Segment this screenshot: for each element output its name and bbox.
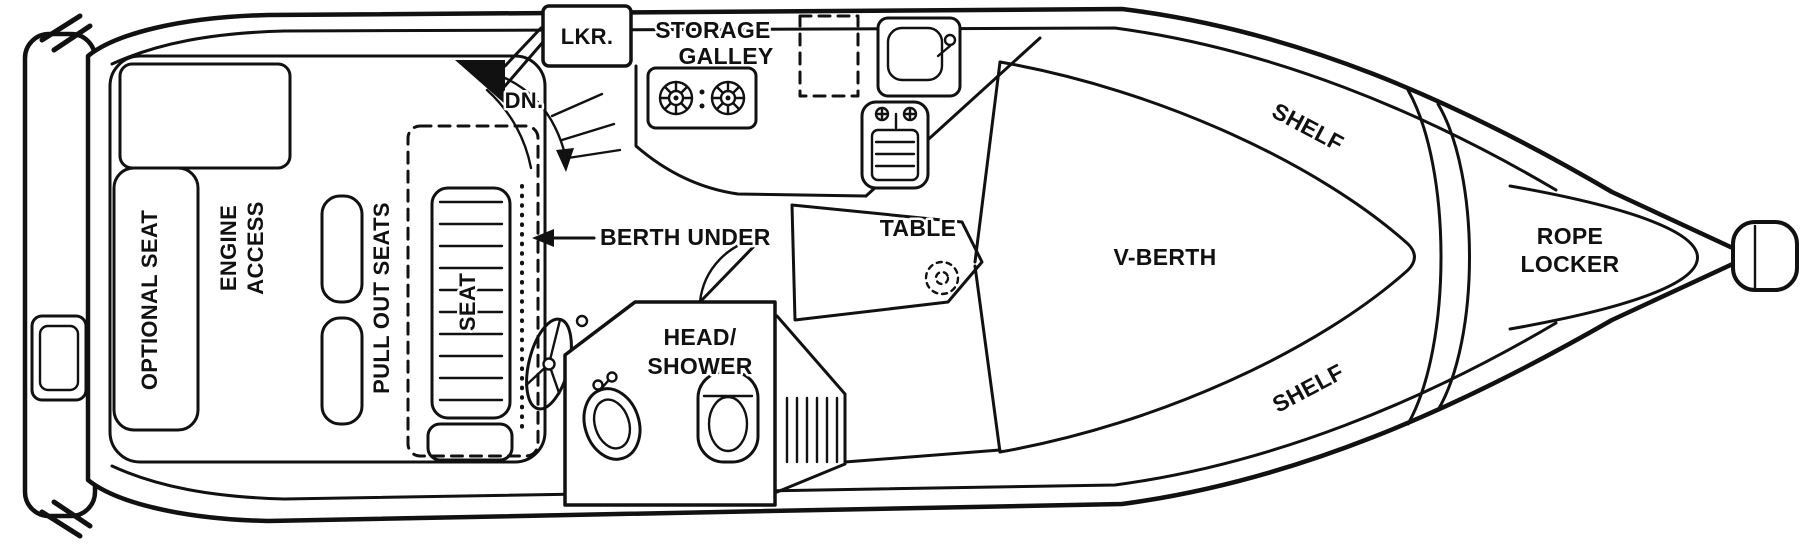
stove-knob-dot: [699, 103, 705, 109]
label-access-line: ACCESS: [243, 201, 268, 295]
pull-out-seat-pad-top: [320, 194, 364, 304]
stove-knob-dot: [699, 89, 705, 95]
cabin-steps-treads: [785, 396, 839, 464]
storage-hatch-dashed: [798, 14, 860, 98]
bow-inner-line: [1508, 184, 1699, 331]
down-arrow-arc: [503, 76, 568, 160]
cabin-steps: [775, 314, 1002, 494]
dinette: [790, 203, 984, 322]
windshield-corner: [455, 60, 505, 104]
label-engine-line: ENGINE: [216, 205, 241, 291]
head-door-leaf: [698, 236, 764, 304]
pull-out-berth-dashed-outline: [406, 124, 540, 458]
berth-under-arrow-head: [532, 229, 554, 247]
label-berth-under: BERTH UNDER: [600, 224, 771, 250]
v-berth-cushion-seams: [973, 60, 1002, 454]
label-seat: SEAT: [455, 273, 480, 332]
table-pedestal-mount-inner: [934, 270, 950, 286]
pull-out-seat-pad-bottom: [320, 316, 364, 426]
label-storage: STORAGE: [655, 17, 770, 43]
swim-platform: [22, 13, 98, 539]
cockpit: [108, 26, 573, 464]
galley-sink-top: [876, 16, 962, 98]
anchor-pulpit: [1731, 220, 1799, 292]
cabin-sole-edge: [843, 448, 1002, 464]
dinette-platform: [790, 203, 984, 322]
label-lkr: LKR.: [561, 24, 614, 49]
rope-locker-bulkhead-line2: [1436, 102, 1471, 412]
helm-footrest: [426, 422, 514, 462]
stove-burner-right: [710, 80, 746, 116]
table-pedestal-mount: [924, 260, 960, 296]
label-head: HEAD/: [663, 324, 736, 350]
label-engine-access: ENGINEACCESS: [216, 201, 268, 295]
cabin-steps-frame: [775, 314, 847, 494]
label-galley: GALLEY: [678, 43, 773, 69]
label-v-berth: V-BERTH: [1113, 244, 1216, 270]
rope-locker-bulkhead-line1: [1406, 88, 1443, 426]
windshield-walkthrough-lines: [503, 26, 545, 88]
v-berth-cushion-outline: [998, 60, 1416, 454]
label-rope: ROPE: [1537, 223, 1603, 249]
hull-inner-line-top: [110, 26, 1558, 192]
label-locker: LOCKER: [1521, 251, 1620, 277]
berth-under-callout: [532, 229, 596, 247]
label-table: TABLE: [880, 215, 956, 241]
v-berth: [973, 60, 1471, 454]
companionway-steps: [485, 76, 622, 172]
cockpit-liner: [108, 54, 547, 464]
head-compartment: [563, 236, 777, 507]
helm-seat-slats: [438, 200, 504, 402]
stern-cleat-top: [39, 13, 93, 53]
toilet: [696, 370, 760, 464]
head-door-swing-arc: [698, 236, 764, 304]
boarding-ladder-inner: [38, 324, 80, 392]
bow-pulpit: [1731, 220, 1799, 292]
label-optional-seat: OPTIONAL SEAT: [137, 210, 162, 391]
swim-platform-deck: [22, 31, 98, 519]
engine-hatch: [118, 62, 292, 170]
stern-cleat-bottom: [39, 499, 93, 539]
step-arc: [485, 88, 533, 170]
label-pull-out-seats: PULL OUT SEATS: [369, 202, 394, 394]
head-door-knob: [575, 314, 589, 328]
galley: [541, 4, 1042, 198]
galley-counter-edge: [634, 64, 868, 198]
step-treads: [550, 92, 622, 160]
label-dn: DN.: [505, 88, 544, 113]
head-sink: [582, 371, 642, 461]
steering-wheel: [525, 317, 573, 411]
hull-inner-line-bottom: [110, 321, 1558, 501]
label-shower: SHOWER: [647, 353, 752, 379]
stove-burner-left: [658, 80, 694, 116]
galley-sink-lower: [860, 100, 930, 190]
down-arrow-head: [556, 148, 574, 172]
optional-seat-bench: [112, 166, 200, 432]
locker-box: [541, 4, 633, 68]
